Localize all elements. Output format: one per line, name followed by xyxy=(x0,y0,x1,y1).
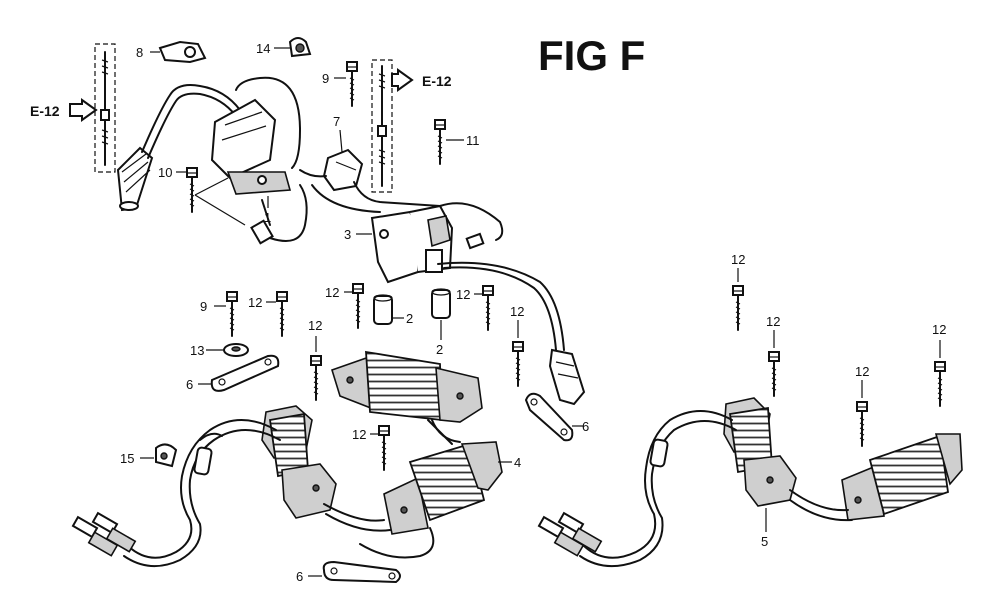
bolt-12-i: 12 xyxy=(855,364,869,447)
callout-1: 1 xyxy=(264,210,271,225)
callout-2-right: 2 xyxy=(436,342,443,357)
callout-12-f: 12 xyxy=(352,427,366,442)
callout-5: 5 xyxy=(761,534,768,549)
sleeve-2-right: 2 xyxy=(431,288,451,357)
hv-cable xyxy=(141,84,241,153)
callout-3: 3 xyxy=(344,227,351,242)
wire-connectors-right xyxy=(537,511,603,557)
wire-clamp-15: 15 xyxy=(120,443,178,468)
reference-label-left: E-12 xyxy=(30,103,60,119)
bolt-12-c: 12 xyxy=(248,291,288,337)
bolt-12-a: 12 xyxy=(325,283,364,329)
reference-label-right: E-12 xyxy=(422,73,452,89)
callout-6-right: 6 xyxy=(582,419,589,434)
charging-coil-left xyxy=(261,405,337,519)
callout-10: 10 xyxy=(158,165,172,180)
callout-12-e: 12 xyxy=(510,304,524,319)
coil-upper xyxy=(331,350,483,443)
callout-13: 13 xyxy=(190,343,204,358)
callout-12-b: 12 xyxy=(456,287,470,302)
reference-box-right xyxy=(371,59,393,193)
bolt-12-g: 12 xyxy=(731,252,745,331)
callout-12-a: 12 xyxy=(325,285,339,300)
callout-4: 4 xyxy=(514,455,521,470)
bolt-9-top: 9 xyxy=(322,61,358,107)
callout-11: 11 xyxy=(466,133,480,148)
bolt-12-j: 12 xyxy=(932,322,946,407)
callout-12-c: 12 xyxy=(248,295,262,310)
cable-clip-8: 8 xyxy=(136,40,207,64)
reference-box-left xyxy=(94,43,116,173)
figure-title: FIG F xyxy=(538,32,645,79)
callout-6-left: 6 xyxy=(186,377,193,392)
spark-plug-cap-right xyxy=(548,348,586,406)
callout-2-left: 2 xyxy=(406,311,413,326)
bolt-9-lower: 9 xyxy=(200,291,238,337)
plate-6-left: 6 xyxy=(186,354,280,392)
callout-12-h: 12 xyxy=(766,314,780,329)
callout-15: 15 xyxy=(120,451,134,466)
reference-arrow-left[interactable]: E-12 xyxy=(30,98,98,122)
coil-right-end xyxy=(841,433,963,521)
stud-right xyxy=(377,65,387,187)
callout-7: 7 xyxy=(333,114,340,129)
cable-clamp-14: 14 xyxy=(256,37,312,58)
callout-12-d: 12 xyxy=(308,318,322,333)
bolt-12-f: 12 xyxy=(352,425,390,471)
charging-coil-center: 4 xyxy=(383,441,521,535)
callout-14: 14 xyxy=(256,41,270,56)
bolt-12-e: 12 xyxy=(510,304,524,387)
sleeve-2-left: 2 xyxy=(373,294,413,326)
callout-12-i: 12 xyxy=(855,364,869,379)
callout-8: 8 xyxy=(136,45,143,60)
wire-connectors-left xyxy=(71,511,137,557)
callout-9-lower: 9 xyxy=(200,299,207,314)
bolt-12-h: 12 xyxy=(766,314,780,397)
plate-6-bottom: 6 xyxy=(296,560,401,584)
reference-arrow-right[interactable]: E-12 xyxy=(391,68,452,92)
callout-12-g: 12 xyxy=(731,252,745,267)
callout-12-j: 12 xyxy=(932,322,946,337)
callout-9-top: 9 xyxy=(322,71,329,86)
bolt-11: 11 xyxy=(434,119,480,165)
spark-plug-cap xyxy=(116,146,154,212)
callout-6-bottom: 6 xyxy=(296,569,303,584)
bolt-12-d: 12 xyxy=(308,318,322,401)
ignition-module-3: 3 xyxy=(344,204,454,284)
bolt-10: 10 xyxy=(158,165,198,213)
stud-left xyxy=(100,51,110,166)
connector-7: 7 xyxy=(322,114,364,192)
exciter-coil-right: 5 xyxy=(723,397,797,549)
bolt-12-b: 12 xyxy=(456,285,494,331)
washer-13: 13 xyxy=(190,343,249,358)
ignition-coil xyxy=(210,76,308,245)
plate-6-right: 6 xyxy=(524,392,589,442)
